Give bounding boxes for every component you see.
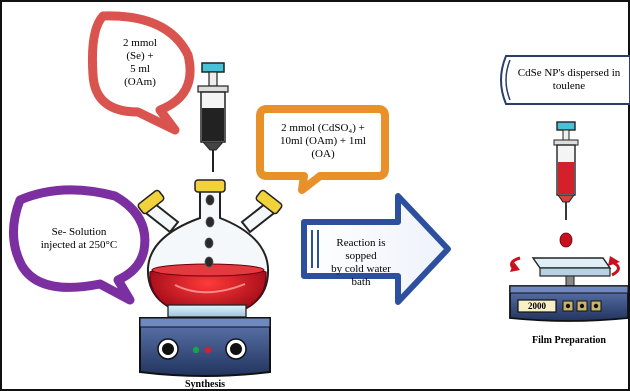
se-line-3: 5 ml [130, 63, 150, 75]
arrow-text: Reaction is sopped by cold water bath [322, 237, 400, 289]
process-arrow [301, 193, 451, 305]
film-line-1: CdSe NP's dispersed in [517, 67, 621, 79]
arrow-line-1: Reaction is sopped [336, 237, 386, 262]
spin-coater-display: 2000 [528, 301, 546, 311]
injection-text: Se- Solution injected at 250°C [18, 226, 140, 252]
spin-coater [509, 256, 629, 322]
cd-precursor-text: 2 mmol (CdSO₄) + 10ml (OAm) + 1ml (OA) [264, 122, 382, 161]
se-line-1: 2 mmol [123, 37, 157, 49]
arrow-line-2: by cold water bath [331, 263, 391, 288]
cd-line-2: 10ml (OAm) + 1ml [280, 135, 366, 147]
se-line-4: (OAm) [124, 76, 156, 88]
film-solution-text: CdSe NP's dispersed in toulene [510, 67, 628, 93]
injection-bubble [8, 185, 150, 305]
hot-plate-stirrer [139, 304, 271, 377]
inj-line-1: Se- Solution [51, 226, 107, 238]
film-preparation-label: Film Preparation [532, 335, 606, 346]
cd-line-3: (OA) [311, 148, 335, 160]
syringe-film [553, 121, 579, 248]
se-precursor-text: 2 mmol (Se) + 5 ml (OAm) [104, 37, 176, 89]
film-solution-bubble [500, 55, 630, 105]
inj-line-2: injected at 250°C [40, 239, 118, 251]
cd-precursor-bubble [256, 105, 389, 194]
synthesis-label: Synthesis [184, 379, 225, 390]
cd-line-1: 2 mmol (CdSO₄) + [281, 122, 365, 134]
se-precursor-bubble [88, 11, 195, 135]
film-line-2: toulene [552, 80, 586, 92]
se-line-2: (Se) + [126, 50, 154, 62]
syringe-synthesis [197, 62, 229, 172]
